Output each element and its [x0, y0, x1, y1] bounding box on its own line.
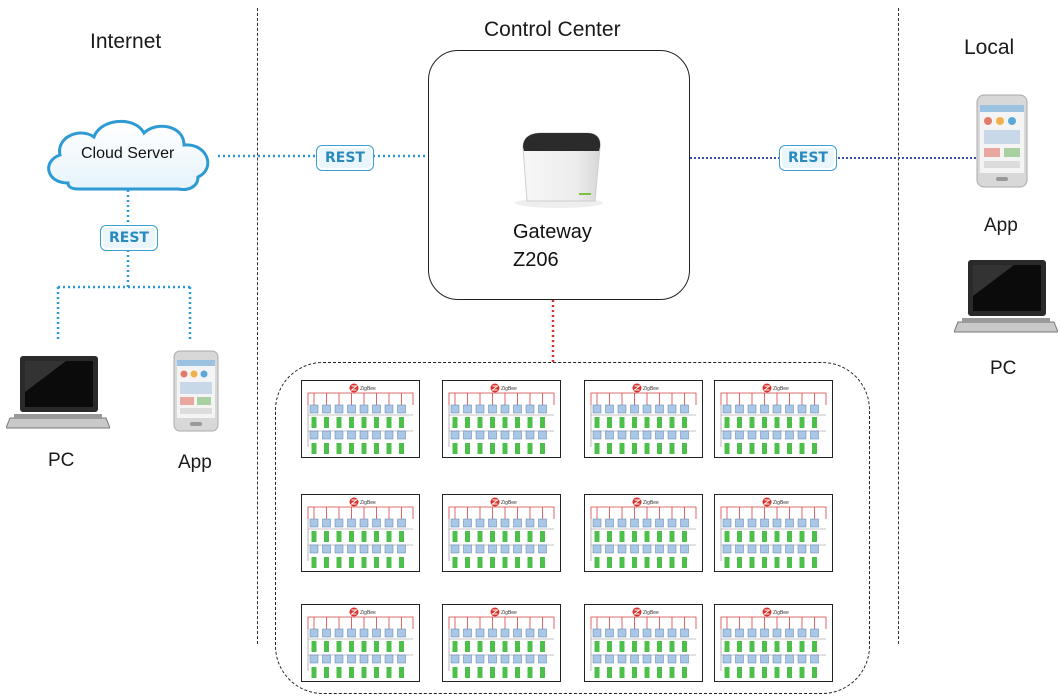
svg-text:ZigBee: ZigBee	[643, 500, 659, 506]
cloud-server-label: Cloud Server	[81, 145, 175, 162]
zigbee-module-schematic: ZigBee	[307, 383, 414, 454]
zigbee-module-schematic: ZigBee	[590, 497, 697, 568]
local-pc-label: PC	[990, 358, 1017, 379]
zigbee-module-schematic: ZigBee	[590, 383, 697, 454]
zigbee-module-r2-c2: ZigBee	[442, 494, 561, 572]
zigbee-module-schematic: ZigBee	[448, 497, 555, 568]
local-app-phone-icon	[976, 94, 1028, 188]
local-divider	[898, 8, 899, 644]
svg-text:ZigBee: ZigBee	[501, 386, 517, 392]
zigbee-module-r3-c3: ZigBee	[584, 604, 703, 682]
zigbee-device-cluster	[275, 362, 870, 694]
zigbee-module-r2-c1: ZigBee	[301, 494, 420, 572]
svg-text:ZigBee: ZigBee	[773, 386, 789, 392]
gateway-model: Z206	[513, 249, 559, 271]
svg-text:ZigBee: ZigBee	[643, 386, 659, 392]
zigbee-module-schematic: ZigBee	[720, 607, 827, 678]
internet-app-label: App	[178, 452, 212, 473]
control-center-title: Control Center	[484, 18, 621, 41]
rest-badge-internet: REST	[316, 145, 374, 171]
zigbee-module-r1-c1: ZigBee	[301, 380, 420, 458]
zigbee-module-r2-c4: ZigBee	[714, 494, 833, 572]
svg-text:ZigBee: ZigBee	[501, 500, 517, 506]
zigbee-module-schematic: ZigBee	[307, 497, 414, 568]
zigbee-module-r3-c4: ZigBee	[714, 604, 833, 682]
rest-badge-local: REST	[779, 145, 837, 171]
cloud-icon	[47, 119, 210, 191]
svg-text:ZigBee: ZigBee	[360, 500, 376, 506]
internet-app-phone-icon	[173, 350, 219, 432]
gateway-device-icon	[515, 132, 603, 208]
control-center-box: Gateway Z206	[428, 50, 690, 300]
rest-badge-cloud: REST	[100, 225, 158, 251]
svg-text:ZigBee: ZigBee	[643, 610, 659, 616]
local-app-label: App	[984, 215, 1018, 236]
internet-pc-laptop-icon	[6, 356, 110, 429]
svg-text:ZigBee: ZigBee	[360, 610, 376, 616]
svg-text:ZigBee: ZigBee	[501, 610, 517, 616]
zigbee-module-schematic: ZigBee	[720, 383, 827, 454]
cloud-server: Cloud Server	[38, 113, 220, 199]
svg-text:ZigBee: ZigBee	[773, 500, 789, 506]
zigbee-module-r1-c4: ZigBee	[714, 380, 833, 458]
gateway-label: Gateway	[513, 221, 592, 243]
svg-text:ZigBee: ZigBee	[773, 610, 789, 616]
zigbee-module-r3-c2: ZigBee	[442, 604, 561, 682]
zigbee-module-schematic: ZigBee	[307, 607, 414, 678]
zigbee-module-r3-c1: ZigBee	[301, 604, 420, 682]
zigbee-module-r1-c3: ZigBee	[584, 380, 703, 458]
internet-divider	[257, 8, 258, 644]
svg-text:ZigBee: ZigBee	[360, 386, 376, 392]
zigbee-module-r1-c2: ZigBee	[442, 380, 561, 458]
internet-pc-label: PC	[48, 450, 75, 471]
zigbee-module-schematic: ZigBee	[448, 383, 555, 454]
local-pc-laptop-icon	[954, 260, 1058, 333]
local-section-title: Local	[964, 36, 1015, 59]
internet-section-title: Internet	[90, 30, 162, 53]
zigbee-module-schematic: ZigBee	[590, 607, 697, 678]
zigbee-module-schematic: ZigBee	[720, 497, 827, 568]
zigbee-module-schematic: ZigBee	[448, 607, 555, 678]
zigbee-module-r2-c3: ZigBee	[584, 494, 703, 572]
